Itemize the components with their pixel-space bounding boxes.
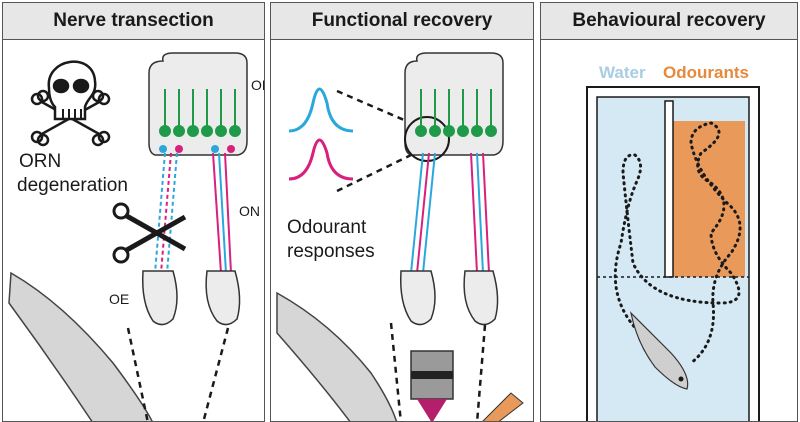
microscope-objective-icon xyxy=(410,350,454,421)
behavioural-recovery-illustration xyxy=(586,86,760,421)
cyan-response-trace xyxy=(288,87,354,133)
orn-label-line2: degeneration xyxy=(17,175,128,196)
panel-title: Functional recovery xyxy=(271,3,533,40)
swim-path xyxy=(613,121,742,365)
nerve-transection-illustration xyxy=(8,52,248,421)
panel-title: Nerve transection xyxy=(3,3,264,40)
odourants-label: Odourants xyxy=(663,63,749,82)
panel-functional-recovery: Functional recovery xyxy=(270,2,534,422)
magenta-response-trace xyxy=(288,138,354,181)
on-label: ON xyxy=(239,203,260,219)
water-label: Water xyxy=(599,63,646,82)
panel-nerve-transection: Nerve transection xyxy=(2,2,265,422)
odourant-zone xyxy=(671,121,745,277)
panel-behavioural-recovery: Behavioural recovery Water Odourants xyxy=(540,2,798,422)
orn-label-line1: ORN xyxy=(19,151,62,172)
responses-label-line2: responses xyxy=(287,241,375,262)
scissors-icon xyxy=(112,202,187,264)
ob-label: OB xyxy=(251,77,264,93)
fish-icon xyxy=(630,311,689,390)
oe-label: OE xyxy=(109,291,130,307)
panel-title: Behavioural recovery xyxy=(541,3,797,40)
skull-crossbones-icon xyxy=(30,60,111,147)
functional-recovery-illustration xyxy=(276,52,524,421)
responses-label-line1: Odourant xyxy=(287,217,367,238)
